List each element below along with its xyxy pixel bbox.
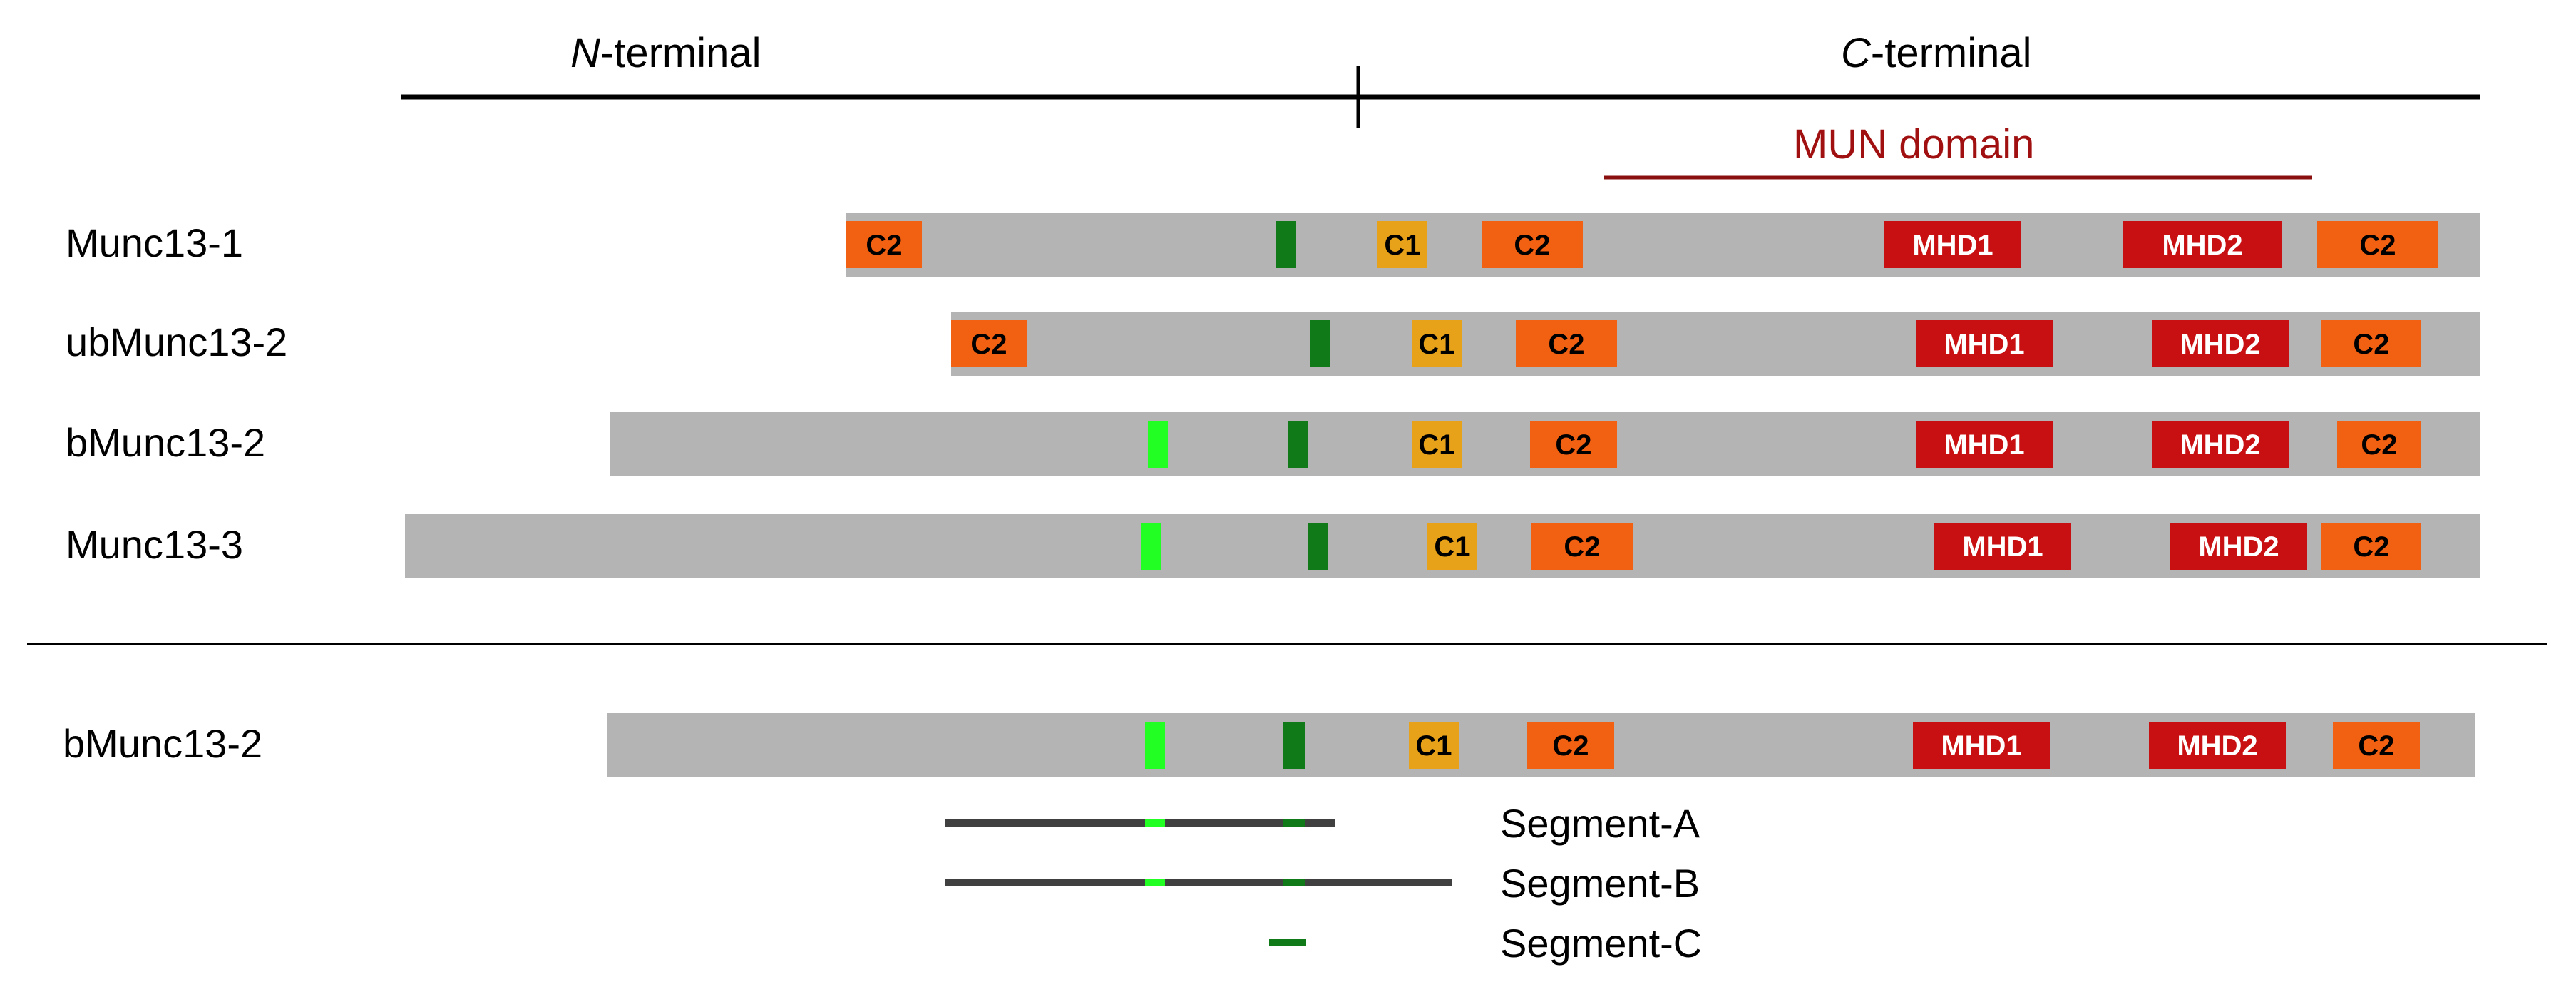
protein-name: Munc13-3 (66, 522, 243, 567)
domain-label: MHD1 (1962, 531, 2043, 563)
c1-domain (1427, 523, 1477, 570)
protein-row: Munc13-3 C1 C2 MHD1 MHD2 C2 (66, 514, 2480, 578)
domain-label: C1 (1384, 230, 1420, 261)
domain-label: C2 (970, 329, 1007, 360)
mun-domain-label: MUN domain (1793, 121, 2034, 168)
bright-green-motif (1145, 722, 1165, 769)
c1-domain (1377, 221, 1427, 268)
domain-label: C1 (1434, 531, 1470, 563)
protein-row: bMunc13-2 C1 C2 MHD1 MHD2 C2 (63, 713, 2475, 777)
c2-domain (2321, 320, 2421, 367)
bright-green-motif (1148, 421, 1168, 468)
mhd-domain (1913, 722, 2050, 769)
dark-green-motif (1288, 421, 1308, 468)
c2-domain (1530, 421, 1617, 468)
domain-label: MHD2 (2162, 230, 2242, 261)
domain-label: C2 (2359, 230, 2396, 261)
bottom-protein: bMunc13-2 C1 C2 MHD1 MHD2 C2 (63, 713, 2475, 777)
n-terminal-label: N-terminal (570, 30, 761, 76)
c1-domain (1409, 722, 1459, 769)
terminal-axis: N-terminal C-terminal (401, 30, 2480, 128)
domain-label: C2 (2353, 329, 2389, 360)
c1-domain (1412, 320, 1462, 367)
dark-green-motif (1276, 221, 1296, 268)
c2-domain (1527, 722, 1614, 769)
protein-row: Munc13-1 C2 C1 C2 MHD1 MHD2 C2 (66, 213, 2480, 277)
segment-name: Segment-C (1500, 921, 1702, 966)
domain-label: C2 (1514, 230, 1550, 261)
mhd-domain (1916, 421, 2053, 468)
c2-domain (1531, 523, 1633, 570)
domain-label: MHD2 (2177, 730, 2257, 762)
dark-green-motif (1308, 523, 1328, 570)
protein-name: bMunc13-2 (63, 721, 262, 766)
protein-name: ubMunc13-2 (66, 319, 287, 364)
domain-label: C2 (1564, 531, 1600, 563)
mhd-domain (1934, 523, 2071, 570)
domain-label: C2 (866, 230, 902, 261)
segment: Segment-A (945, 801, 1700, 846)
domain-label: C2 (1552, 730, 1589, 762)
mhd-domain (2123, 221, 2282, 268)
dark-green-motif (1310, 320, 1330, 367)
mhd-domain (2149, 722, 2286, 769)
domain-label: C2 (1548, 329, 1584, 360)
domain-label: MHD1 (1912, 230, 1993, 261)
mun-domain-annotation: MUN domain (1604, 121, 2312, 180)
c2-domain (2337, 421, 2421, 468)
segment-name: Segment-B (1500, 861, 1700, 906)
domain-label: C1 (1418, 329, 1454, 360)
domain-label: MHD2 (2180, 429, 2260, 461)
mhd-domain (2152, 421, 2289, 468)
mhd-domain (2152, 320, 2289, 367)
mhd-domain (1884, 221, 2021, 268)
domain-label: MHD2 (2198, 531, 2279, 563)
domain-label: MHD1 (1944, 429, 2024, 461)
protein-name: bMunc13-2 (66, 420, 265, 465)
c2-domain (846, 221, 922, 268)
segments: Segment-A Segment-B Segment-C (945, 801, 1702, 966)
c2-domain (951, 320, 1027, 367)
dark-green-motif (1283, 722, 1305, 769)
domain-label: C1 (1418, 429, 1454, 461)
domain-label: MHD1 (1941, 730, 2021, 762)
domain-label: MHD2 (2180, 329, 2260, 360)
domain-label: C2 (2361, 429, 2397, 461)
bright-green-motif (1141, 523, 1161, 570)
domain-label: C2 (1555, 429, 1591, 461)
protein-row: bMunc13-2 C1 C2 MHD1 MHD2 C2 (66, 412, 2480, 476)
c2-domain (2321, 523, 2421, 570)
c2-domain (2317, 221, 2438, 268)
domain-label: C2 (2353, 531, 2389, 563)
domain-label: C2 (2358, 730, 2394, 762)
c2-domain (2333, 722, 2420, 769)
c2-domain (1482, 221, 1583, 268)
c-terminal-label: C-terminal (1841, 30, 2032, 76)
segment-name: Segment-A (1500, 801, 1700, 846)
c1-domain (1412, 421, 1462, 468)
segment: Segment-C (1269, 921, 1702, 966)
mhd-domain (2170, 523, 2307, 570)
domain-label: C1 (1415, 730, 1452, 762)
c2-domain (1516, 320, 1617, 367)
domain-label: MHD1 (1944, 329, 2024, 360)
mhd-domain (1916, 320, 2053, 367)
protein-row: ubMunc13-2 C2 C1 C2 MHD1 MHD2 C2 (66, 312, 2480, 376)
segment: Segment-B (945, 861, 1700, 906)
protein-name: Munc13-1 (66, 220, 243, 265)
